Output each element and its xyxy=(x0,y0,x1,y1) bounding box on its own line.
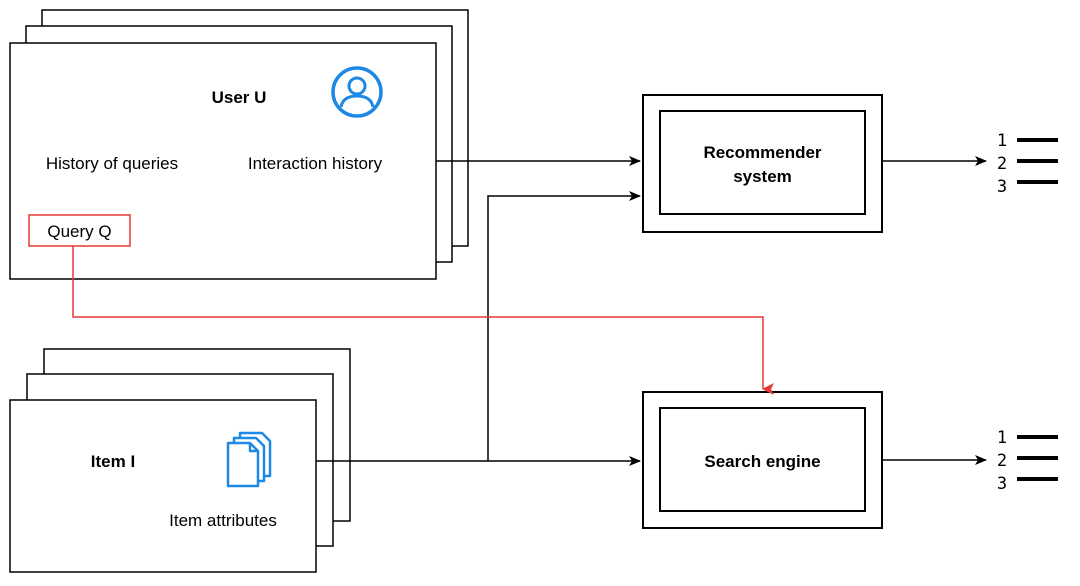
item-attributes-label: Item attributes xyxy=(169,511,277,530)
recommender-system-box: Recommender system xyxy=(642,94,883,233)
recommender-ranked-list-icon: 1 2 3 xyxy=(997,131,1058,197)
query-label: Query Q xyxy=(47,222,111,241)
user-avatar-icon xyxy=(331,66,383,118)
history-of-queries-label: History of queries xyxy=(46,154,178,173)
search-inner-frame xyxy=(659,407,866,512)
query-box xyxy=(28,214,131,247)
query-to-search-arrow xyxy=(72,246,774,395)
user-card-stack: User U History of queries Interaction hi… xyxy=(9,9,469,280)
rank-number-1: 1 xyxy=(997,131,1007,151)
user-title: User U xyxy=(212,88,267,107)
connectors xyxy=(72,156,987,466)
search-ranked-list-icon: 1 2 3 xyxy=(997,428,1058,494)
rank-number-3: 3 xyxy=(997,177,1007,197)
item-card xyxy=(9,399,317,573)
documents-icon xyxy=(226,431,272,488)
recommender-label-line2: system xyxy=(733,167,792,186)
rank-number-2: 2 xyxy=(997,451,1007,471)
rank-number-2: 2 xyxy=(997,154,1007,174)
rank-number-3: 3 xyxy=(997,474,1007,494)
recommender-inner-frame xyxy=(659,110,866,215)
search-engine-box: Search engine xyxy=(642,391,883,529)
recommender-label-line1: Recommender xyxy=(703,143,821,162)
item-to-recommender-arrow xyxy=(487,191,641,461)
interaction-history-label: Interaction history xyxy=(248,154,383,173)
item-card-stack: Item I Item attributes xyxy=(9,348,351,573)
rank-number-1: 1 xyxy=(997,428,1007,448)
item-title: Item I xyxy=(91,452,135,471)
search-engine-label: Search engine xyxy=(704,452,820,471)
